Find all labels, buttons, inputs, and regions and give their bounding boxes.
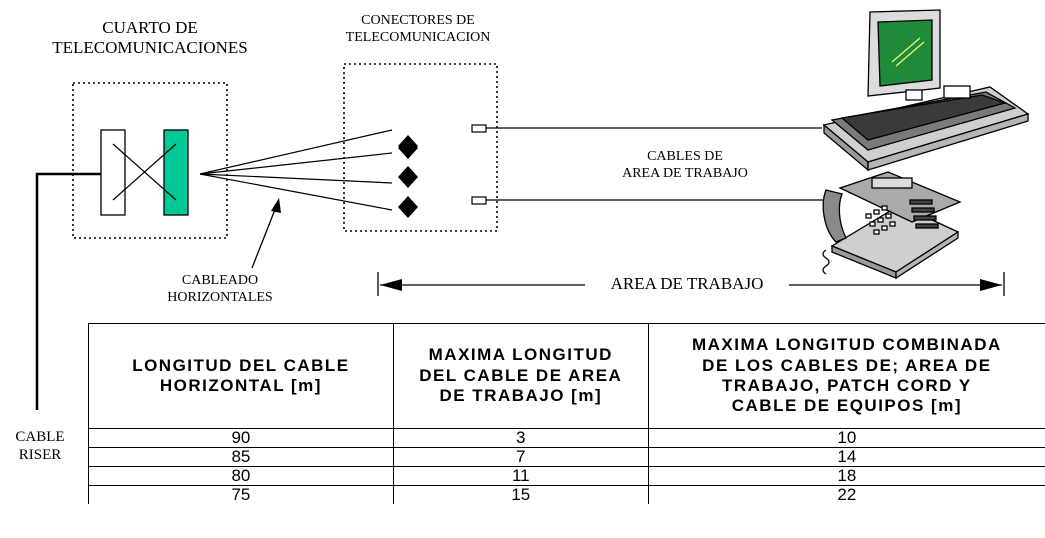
- patch-panel-right: [163, 129, 189, 216]
- table-cell: 22: [647, 485, 1045, 504]
- outlet-jack-icon: [471, 196, 487, 205]
- header-combined-length: MAXIMA LONGITUD COMBINADA DE LOS CABLES …: [647, 323, 1045, 429]
- table-cell: 15: [392, 485, 649, 504]
- table-cell: 18: [647, 466, 1045, 486]
- cableado-pointer: [251, 206, 277, 269]
- connectors-label: CONECTORES DE TELECOMUNICACION: [345, 13, 491, 45]
- cable-length-table: LONGITUD DEL CABLE HORIZONTAL [m] MAXIMA…: [88, 323, 1045, 504]
- table-cell: 11: [392, 466, 649, 486]
- table-row: 75 15 22: [88, 485, 1045, 504]
- table-cell: 7: [392, 447, 649, 467]
- table-row: 90 3 10: [88, 428, 1045, 448]
- area-arrow-right: [980, 279, 1002, 291]
- outlet-jack-icon: [471, 124, 487, 133]
- table-row: 80 11 18: [88, 466, 1045, 486]
- header-horizontal-length: LONGITUD DEL CABLE HORIZONTAL [m]: [88, 323, 394, 429]
- table-row: 85 7 14: [88, 447, 1045, 467]
- table-cell: 10: [647, 428, 1045, 448]
- cross-connect-line: [112, 143, 177, 201]
- table-cell: 80: [88, 466, 394, 486]
- table-cell: 90: [88, 428, 394, 448]
- header-work-area-length: MAXIMA LONGITUD DEL CABLE DE AREA DE TRA…: [392, 323, 649, 429]
- work-area-label: AREA DE TRABAJO: [610, 274, 764, 293]
- laptop-icon: [822, 9, 1030, 172]
- cable-riser-label: CABLE RISER: [15, 429, 65, 463]
- cableado-pointer-head: [271, 198, 281, 213]
- telecom-room-label: CUARTO DE TELECOMUNICACIONES: [52, 18, 248, 58]
- horizontal-cabling-label: CABLEADO HORIZONTALES: [167, 273, 273, 305]
- table-header-row: LONGITUD DEL CABLE HORIZONTAL [m] MAXIMA…: [88, 323, 1045, 429]
- work-area-cables-label: CABLES DE AREA DE TRABAJO: [622, 149, 748, 181]
- table-cell: 75: [88, 485, 394, 504]
- area-arrow-left: [380, 279, 402, 291]
- horizontal-cables: [199, 129, 393, 211]
- cable-riser-line: [35, 172, 101, 410]
- connector-diamond-icon: [398, 135, 418, 218]
- table-cell: 85: [88, 447, 394, 467]
- connectors-box: [343, 63, 498, 232]
- patch-panel-left: [100, 129, 126, 216]
- telephone-icon: [822, 171, 962, 280]
- telecom-room-box: [72, 82, 228, 239]
- table-cell: 3: [392, 428, 649, 448]
- table-cell: 14: [647, 447, 1045, 467]
